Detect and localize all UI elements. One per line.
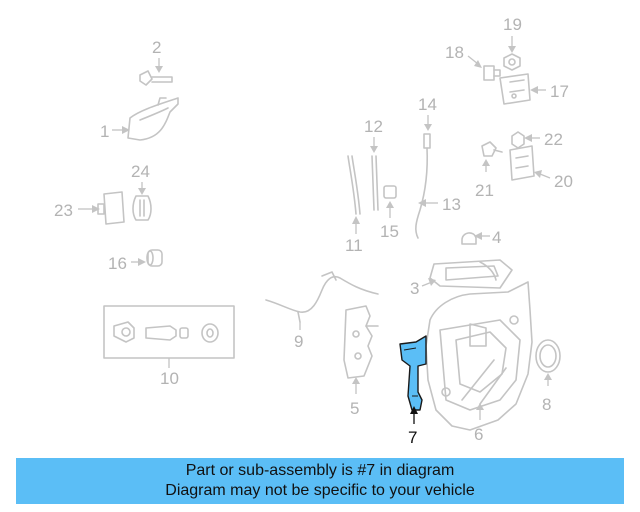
callout-8: 8	[542, 395, 551, 414]
callout-1: 1	[100, 122, 109, 141]
part-20-hinge[interactable]	[509, 145, 535, 181]
part-9-cable[interactable]	[265, 271, 379, 323]
part-15-clip[interactable]	[383, 185, 397, 199]
part-10-lock-cylinder-kit[interactable]	[103, 305, 235, 359]
part-23-bracket[interactable]	[97, 191, 125, 225]
callout-19: 19	[503, 15, 522, 34]
callout-21: 21	[475, 181, 494, 200]
callout-12: 12	[364, 117, 383, 136]
part-17-hinge[interactable]	[499, 73, 531, 105]
part-21-bolt[interactable]	[481, 141, 503, 157]
callout-11: 11	[345, 236, 363, 255]
callout-6: 6	[474, 425, 483, 444]
callout-14: 14	[418, 95, 437, 114]
part-6-door-module[interactable]	[425, 281, 533, 431]
callout-20: 20	[554, 172, 573, 191]
part-12-rod[interactable]	[371, 155, 379, 211]
caption-line-1: Part or sub-assembly is #7 in diagram	[185, 462, 455, 479]
callout-9: 9	[294, 332, 303, 351]
part-11-rod[interactable]	[347, 155, 361, 215]
callout-17: 17	[550, 82, 569, 101]
part-3-inside-handle[interactable]	[429, 259, 513, 289]
callout-18: 18	[445, 43, 464, 62]
part-7-bracket-highlighted[interactable]	[399, 335, 427, 411]
callout-7: 7	[408, 428, 417, 447]
callout-5: 5	[350, 399, 359, 418]
part-18-bolt[interactable]	[483, 65, 501, 81]
part-22-nut[interactable]	[511, 131, 525, 149]
callout-2: 2	[152, 38, 161, 57]
callout-22: 22	[544, 130, 563, 149]
part-2-bolt[interactable]	[139, 70, 173, 86]
callout-3: 3	[410, 279, 419, 298]
callout-16: 16	[108, 254, 127, 273]
part-1-outside-handle[interactable]	[127, 97, 179, 141]
caption-banner: Part or sub-assembly is #7 in diagram Di…	[16, 458, 624, 504]
callout-13: 13	[442, 195, 461, 214]
part-19-nut[interactable]	[503, 53, 521, 71]
part-8-speaker-ring[interactable]	[535, 339, 561, 373]
part-14-rod[interactable]	[415, 133, 431, 239]
callout-15: 15	[380, 222, 399, 241]
callout-10: 10	[160, 369, 179, 388]
part-4-clip[interactable]	[461, 232, 477, 245]
callout-23: 23	[54, 201, 73, 220]
caption-line-2: Diagram may not be specific to your vehi…	[165, 482, 475, 499]
part-24-clip[interactable]	[132, 195, 152, 221]
callout-4: 4	[492, 228, 501, 247]
part-16-grommet[interactable]	[146, 249, 163, 267]
part-5-latch[interactable]	[343, 305, 379, 379]
callout-24: 24	[131, 162, 150, 181]
